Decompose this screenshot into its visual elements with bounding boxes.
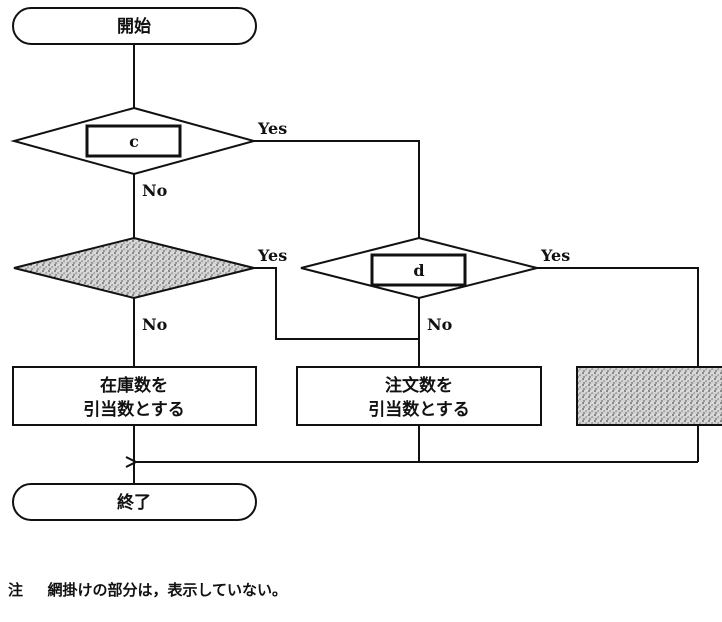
process-stock: 在庫数を 引当数とする bbox=[12, 366, 257, 426]
hidden-process-box bbox=[576, 366, 722, 426]
d-no-label: No bbox=[427, 315, 453, 334]
decision-d-label: d bbox=[413, 261, 424, 280]
footnote-text: 網掛けの部分は，表示していない。 bbox=[47, 581, 288, 599]
line-d-yes-to-hidden-box bbox=[537, 267, 699, 367]
d-yes-label: Yes bbox=[540, 246, 570, 265]
decision-c-label: c bbox=[129, 132, 139, 151]
end-label: 終了 bbox=[117, 492, 151, 513]
hidden-stock-decision bbox=[13, 236, 255, 300]
c-yes-label: Yes bbox=[257, 119, 287, 138]
c-no-label: No bbox=[142, 181, 168, 200]
process-order: 注文数を 引当数とする bbox=[296, 366, 542, 426]
decision-d: d bbox=[300, 236, 538, 300]
stock-yes-label: Yes bbox=[257, 246, 287, 265]
process-stock-line1: 在庫数を bbox=[100, 375, 168, 396]
process-stock-line2: 引当数とする bbox=[83, 399, 185, 420]
line-c-yes-to-d bbox=[254, 140, 420, 238]
start-label: 開始 bbox=[117, 16, 151, 37]
connector-lines bbox=[134, 44, 699, 484]
footnote-marker: 注 bbox=[8, 581, 24, 599]
stock-no-label: No bbox=[142, 315, 168, 334]
start-terminal: 開始 bbox=[12, 7, 257, 45]
end-terminal: 終了 bbox=[12, 483, 257, 521]
decision-c: c bbox=[10, 106, 258, 176]
line-stock-yes-to-order-path bbox=[254, 267, 419, 340]
process-order-line2: 引当数とする bbox=[368, 399, 470, 420]
footnote: 注 網掛けの部分は，表示していない。 bbox=[8, 579, 287, 600]
process-order-line1: 注文数を bbox=[385, 375, 453, 396]
